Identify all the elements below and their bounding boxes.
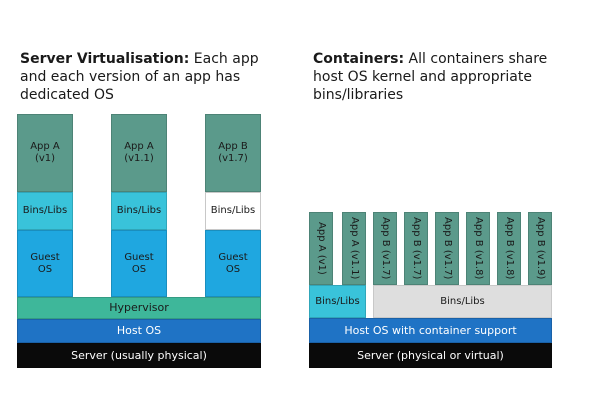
- vm-app-a-v1: App A (v1): [17, 114, 73, 192]
- container-app-a-v1-1: App A (v1.1): [342, 212, 366, 285]
- container-caption-text: All containers share host OS kernel and …: [313, 51, 548, 103]
- container-app-b-v1-7-c: App B (v1.7): [435, 212, 459, 285]
- vm-guest-os-1: Guest OS: [17, 230, 73, 297]
- container-app-b-v1-9: App B (v1.9): [528, 212, 552, 285]
- vm-caption: Server Virtualisation: Each app and each…: [20, 50, 270, 104]
- vm-host-os: Host OS: [17, 319, 261, 343]
- container-caption: Containers: All containers share host OS…: [313, 50, 553, 104]
- vm-caption-title: Server Virtualisation:: [20, 51, 190, 67]
- vm-guest-os-3: Guest OS: [205, 230, 261, 297]
- vm-bins-libs-1: Bins/Libs: [17, 192, 73, 230]
- container-server: Server (physical or virtual): [309, 343, 552, 368]
- container-host-os: Host OS with container support: [309, 318, 552, 343]
- container-bins-libs-a: Bins/Libs: [309, 285, 366, 318]
- container-app-b-v1-7-a: App B (v1.7): [373, 212, 397, 285]
- vm-hypervisor: Hypervisor: [17, 297, 261, 319]
- vm-app-a-v1-1: App A (v1.1): [111, 114, 167, 192]
- vm-bins-libs-2: Bins/Libs: [111, 192, 167, 230]
- container-bins-libs-b: Bins/Libs: [373, 285, 552, 318]
- vm-bins-libs-3: Bins/Libs: [205, 192, 261, 230]
- container-app-a-v1: App A (v1): [309, 212, 333, 285]
- container-app-b-v1-7-b: App B (v1.7): [404, 212, 428, 285]
- container-app-b-v1-8-a: App B (v1.8): [466, 212, 490, 285]
- vm-app-b-v1-7: App B (v1.7): [205, 114, 261, 192]
- vm-caption-text: Each app and each version of an app has …: [20, 51, 259, 103]
- vm-guest-os-2: Guest OS: [111, 230, 167, 297]
- container-app-b-v1-8-b: App B (v1.8): [497, 212, 521, 285]
- container-caption-title: Containers:: [313, 51, 405, 67]
- vm-server: Server (usually physical): [17, 343, 261, 368]
